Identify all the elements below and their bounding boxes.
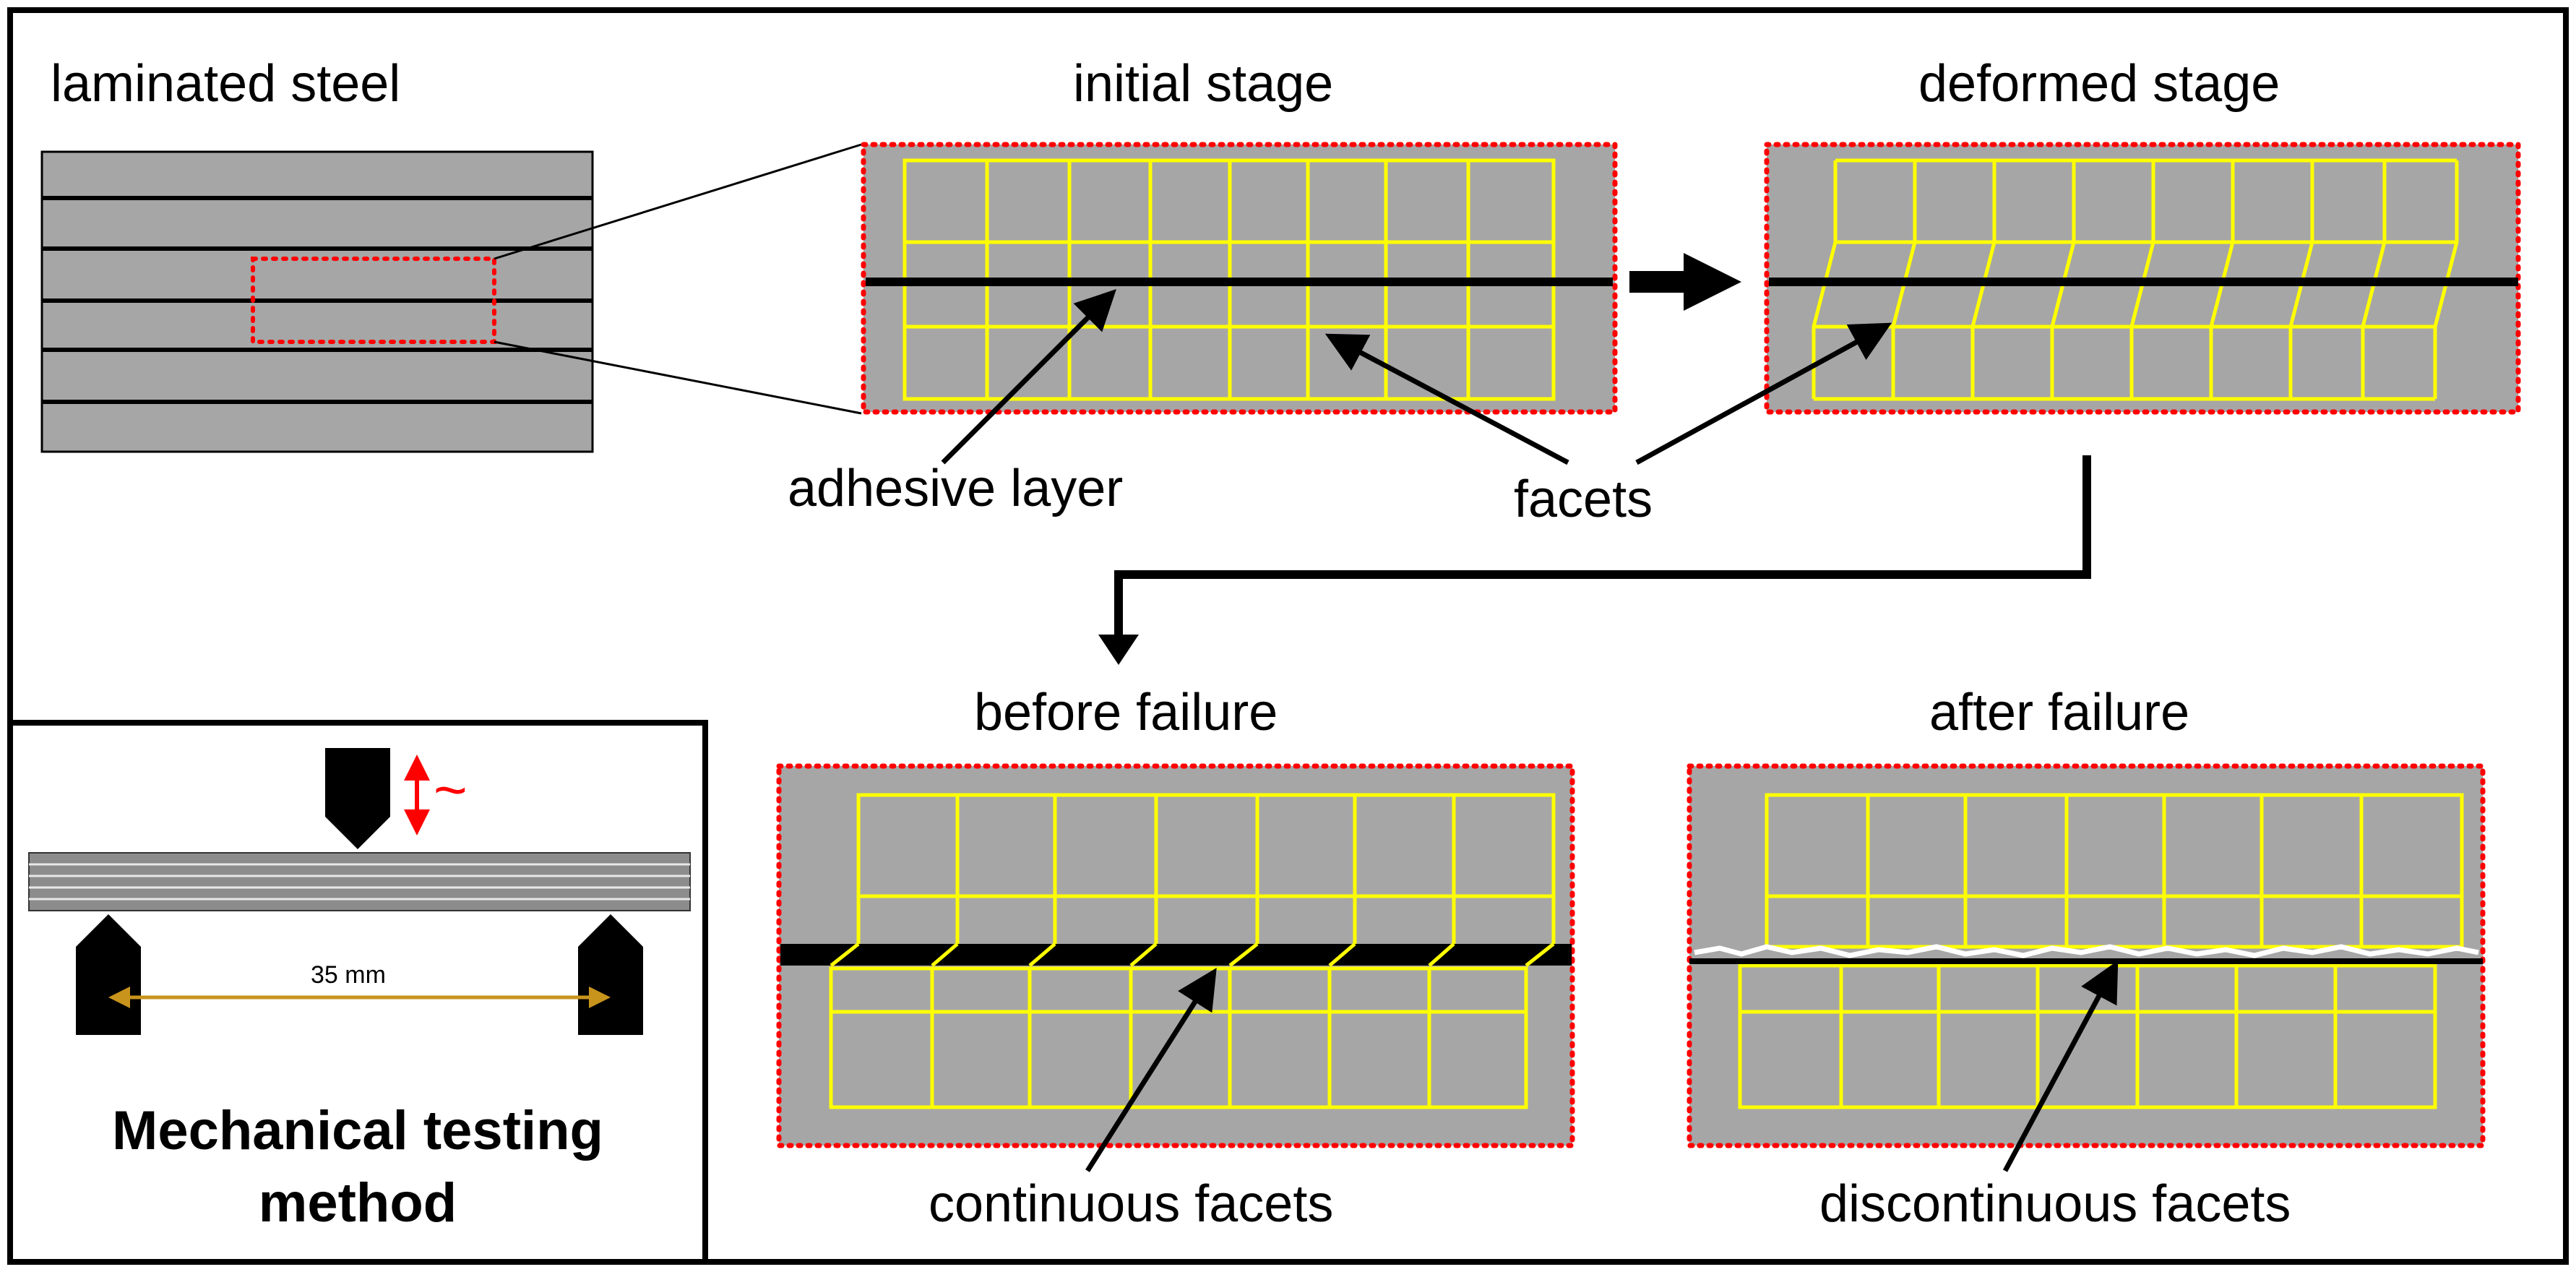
- before-failure-label: before failure: [974, 684, 1278, 742]
- laminated-steel-label: laminated steel: [51, 55, 400, 113]
- crack-line: [1694, 944, 2479, 958]
- after-failure-panel: after failure discontinuous facets: [1687, 684, 2486, 1233]
- method-title-line2: method: [259, 1172, 457, 1234]
- initial-stage-label: initial stage: [1073, 55, 1333, 113]
- adhesive-band: [780, 944, 1572, 966]
- continuous-facets-label: continuous facets: [929, 1175, 1333, 1233]
- mechanical-testing-panel: ~ 35 mm Mechanical testing method: [7, 720, 708, 1265]
- zoom-region: [251, 257, 496, 344]
- after-failure-label: after failure: [1929, 684, 2189, 742]
- laminated-steel-panel: laminated steel: [40, 55, 862, 453]
- oscillation-tilde: ~: [434, 757, 468, 822]
- specimen-stack: [28, 852, 691, 911]
- big-right-arrow-icon: [1629, 253, 1741, 311]
- arrow-icon: [1635, 322, 1892, 465]
- deformed-stage-label: deformed stage: [1918, 55, 2280, 113]
- deformed-stage-panel: deformed stage: [1764, 55, 2521, 415]
- flow-connector-arrow-icon: [1114, 455, 2091, 636]
- loading-nose-icon: [325, 748, 390, 849]
- span-label: 35 mm: [311, 961, 386, 989]
- arrow-icon: [1324, 333, 1569, 465]
- before-failure-panel: before failure: [776, 684, 1575, 1233]
- discontinuous-facets-label: discontinuous facets: [1819, 1175, 2291, 1233]
- method-title-line1: Mechanical testing: [112, 1100, 603, 1161]
- facets-label: facets: [1514, 470, 1653, 528]
- initial-stage-panel: initial stage: [861, 55, 1618, 415]
- adhesive-layer-label: adhesive layer: [788, 460, 1123, 517]
- arrow-icon: [1085, 968, 1217, 1172]
- arrow-icon: [2002, 960, 2119, 1172]
- arrow-icon: [941, 289, 1116, 465]
